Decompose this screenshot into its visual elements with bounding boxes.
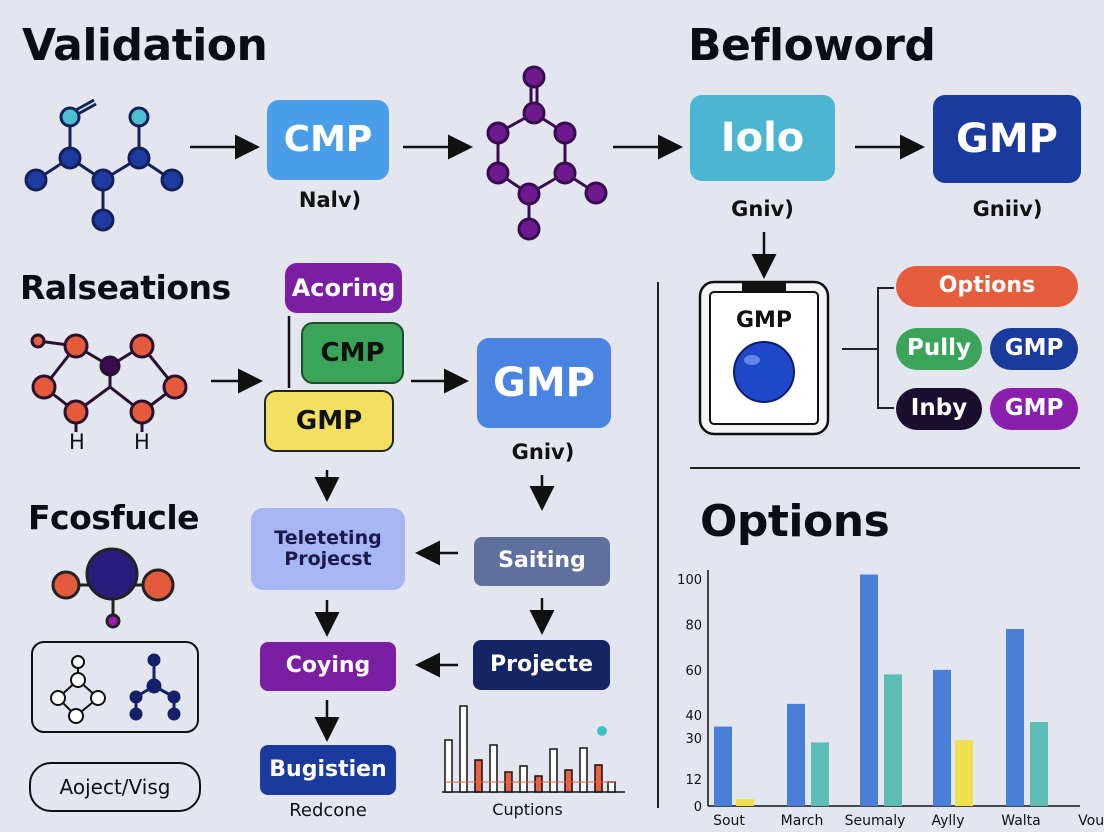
bar — [1030, 722, 1048, 806]
iolo-caption: Gniv) — [731, 197, 794, 221]
bar — [714, 726, 732, 806]
molecule-3-icon — [30, 333, 188, 432]
heading-validation: Validation — [22, 20, 268, 71]
molecule-4-icon — [51, 547, 175, 629]
device-icon — [698, 280, 830, 436]
gmp-top-caption: Gniiv) — [972, 197, 1043, 221]
cmp-box: CMP — [267, 100, 389, 180]
y-tick-label: 100 — [677, 573, 702, 588]
mini-chart-dot — [597, 726, 607, 736]
x-tick-label: Vour — [1078, 813, 1104, 829]
heading-befloword: Befloword — [688, 20, 936, 71]
molecule-2-icon — [486, 65, 608, 241]
structure-filled-icon — [129, 653, 181, 721]
heading-ralseations: Ralseations — [20, 268, 231, 307]
structure-outline-icon — [50, 655, 106, 724]
h-label-2: H — [134, 430, 150, 454]
x-tick-label: Sout — [713, 813, 745, 829]
heading-options: Options — [700, 496, 890, 547]
cmp-caption: Nalv) — [298, 188, 362, 212]
device-label: GMP — [735, 308, 793, 333]
bar — [1006, 629, 1024, 806]
h-label-1: H — [69, 430, 85, 454]
y-tick-label: 12 — [685, 773, 702, 788]
heading-fcosfucle: Fcosfucle — [28, 498, 200, 537]
y-tick-label: 60 — [685, 664, 702, 679]
bar — [860, 574, 878, 806]
structures-box — [31, 641, 199, 733]
gmp-yellow-box: GMP — [264, 390, 394, 452]
teleteting-box: Teleteting Projecst — [251, 508, 405, 590]
molecule-1-icon — [24, 98, 184, 232]
x-tick-label: March — [781, 813, 824, 829]
device-connectors — [842, 287, 894, 409]
saiting-box: Saiting — [474, 537, 610, 586]
gmp-box-top: GMP — [933, 95, 1081, 183]
gmp-big-caption: Gniv) — [511, 440, 575, 464]
x-tick-label: Seumaly — [845, 813, 906, 829]
bar — [884, 674, 902, 806]
mini-bar-chart — [442, 705, 625, 793]
gmp-pill-1: GMP — [990, 328, 1078, 370]
cmp-green-box: CMP — [301, 322, 404, 384]
y-tick-label: 80 — [685, 618, 702, 633]
aoject-pill: Aoject/Visg — [29, 762, 201, 812]
inby-pill: Inby — [896, 388, 982, 430]
bar — [811, 742, 829, 806]
x-tick-label: Aylly — [932, 813, 965, 829]
pully-pill: Pully — [896, 328, 982, 370]
bar — [736, 799, 754, 806]
options-pill: Options — [896, 266, 1078, 307]
arrows-row1 — [190, 134, 925, 279]
arrows-flow — [314, 470, 555, 742]
bar — [787, 703, 805, 806]
coying-box: Coying — [260, 642, 396, 691]
cuptions-caption: Cuptions — [492, 800, 563, 819]
acoring-box: Acoring — [285, 263, 402, 313]
redcone-caption: Redcone — [289, 800, 367, 821]
arrows-row2 — [211, 316, 469, 394]
y-tick-label: 0 — [694, 800, 702, 815]
projecte-box: Projecte — [473, 640, 610, 690]
bugistien-box: Bugistien — [260, 745, 396, 795]
bar — [955, 740, 973, 806]
y-tick-label: 40 — [685, 709, 702, 724]
gmp-big-box: GMP — [477, 338, 611, 428]
bar — [933, 669, 951, 806]
gmp-pill-2: GMP — [990, 388, 1078, 430]
iolo-box: Iolo — [690, 95, 835, 181]
x-tick-label: Walta — [1001, 813, 1040, 829]
y-tick-label: 30 — [685, 732, 702, 747]
